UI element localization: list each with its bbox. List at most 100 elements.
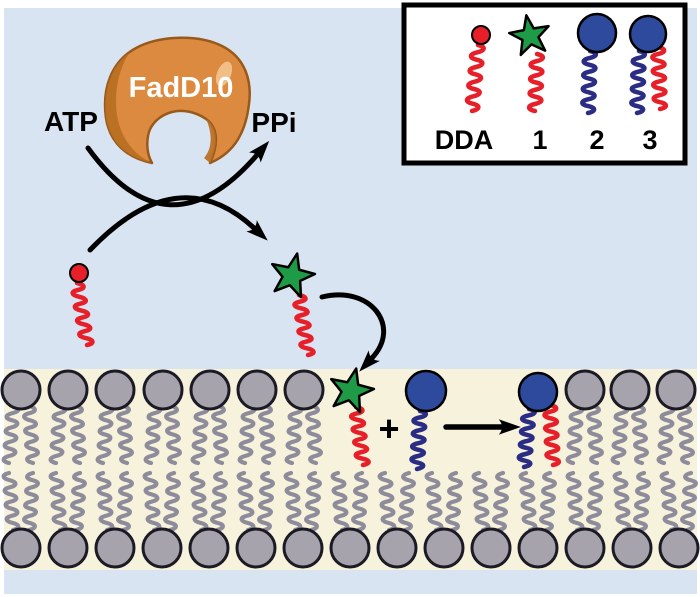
lipid-tail-squiggle: [163, 470, 181, 533]
lipid-tail-squiggle: [257, 470, 275, 533]
dda-head-icon: [69, 263, 89, 283]
lipid-tail-squiggle: [116, 470, 134, 533]
legend-dda-tail-squiggle: [464, 42, 486, 114]
lipid-head-icon: [47, 527, 89, 569]
lipid-tail-squiggle: [164, 403, 182, 466]
product-tail-squiggle: [292, 292, 316, 358]
substrate-to-product-arrow: [87, 195, 268, 253]
enzyme-label: FadD10: [129, 72, 234, 104]
product-3-molecule: [516, 371, 562, 470]
lipid-tail-squiggle: [95, 403, 115, 466]
lipid-head-icon: [329, 527, 371, 569]
lipid-tail-squiggle: [283, 470, 303, 533]
inserted-product-tail-squiggle: [348, 404, 371, 468]
product-3-red-tail-squiggle: [542, 402, 562, 468]
lipid-head-icon: [564, 369, 606, 411]
lipid-tail-squiggle: [492, 470, 510, 533]
lipid-head-icon: [47, 369, 89, 411]
lipid-tail-squiggle: [48, 403, 68, 466]
lipid-tail-squiggle: [237, 403, 257, 466]
legend-2-head-icon: [576, 12, 618, 54]
lipid-tail-squiggle: [190, 403, 210, 466]
legend-item-2: 2: [576, 12, 618, 155]
green-star-icon: [271, 252, 317, 299]
legend-item-1: 1: [507, 14, 550, 155]
legend-3-label: 3: [642, 125, 657, 155]
legend-3-head-icon: [628, 14, 668, 54]
legend-1-tail-squiggle: [526, 51, 546, 114]
lipid-head-icon: [611, 527, 653, 569]
legend-3-blue-tail-squiggle: [629, 48, 648, 116]
lipid-tail-squiggle: [22, 470, 40, 533]
lipid-tail-squiggle: [586, 470, 604, 533]
lipid-head-icon: [609, 369, 651, 411]
lipid-tail-squiggle: [1, 470, 21, 533]
lipid-head-icon: [141, 527, 183, 569]
lipid-tail-squiggle: [210, 470, 228, 533]
lipid-head-icon: [655, 369, 697, 411]
enzyme-shadow-crescent: [105, 52, 152, 163]
legend: DDA 1 2 3: [401, 2, 688, 166]
legend-2-tail-squiggle: [580, 48, 599, 116]
lipid-tail-squiggle: [69, 403, 87, 466]
lipid-tail-squiggle: [398, 470, 416, 533]
lipid-tail-squiggle: [48, 470, 68, 533]
product-3-head-icon: [517, 371, 559, 413]
legend-dda-label: DDA: [435, 125, 494, 155]
lipid-tail-squiggle: [377, 470, 397, 533]
fadd10-enzyme: FadD10: [103, 36, 251, 165]
lipid-head-icon: [658, 527, 700, 569]
legend-item-3: 3: [628, 14, 669, 155]
lipid-tail-squiggle: [610, 403, 630, 466]
lipid-tail-squiggle: [656, 403, 676, 466]
lipid-tail-squiggle: [142, 470, 162, 533]
lipid-tail-squiggle: [116, 403, 134, 466]
activated-product-molecule: [271, 252, 317, 358]
lipid-tail-squiggle: [680, 470, 698, 533]
lipid-tail-squiggle: [565, 403, 585, 466]
insertion-arrow: [319, 292, 386, 372]
lipid-tail-squiggle: [330, 470, 350, 533]
lipid-tail-squiggle: [236, 470, 256, 533]
lipid-tail-squiggle: [631, 403, 649, 466]
legend-green-star-icon: [507, 14, 550, 57]
lipid-tail-squiggle: [1, 403, 21, 466]
lipid-head-icon: [0, 527, 42, 569]
lipid-head-icon: [94, 527, 136, 569]
lipid-tail-squiggle: [258, 403, 276, 466]
plus-sign: +: [378, 408, 399, 449]
lipid-tail-squiggle: [677, 403, 695, 466]
membrane-top-leaflet: [0, 369, 697, 466]
lipid-tail-squiggle: [633, 470, 651, 533]
lipid-tail-squiggle: [22, 403, 40, 466]
legend-3-red-tail-squiggle: [650, 44, 669, 112]
legend-2-label: 2: [589, 125, 604, 155]
legend-dda-head-icon: [471, 25, 491, 45]
lipid-head-icon: [235, 527, 277, 569]
lipid-head-icon: [470, 527, 512, 569]
reactant-2-head-icon: [404, 369, 448, 413]
lipid-head-icon: [564, 527, 606, 569]
reactant-2-molecule: [404, 369, 448, 472]
lipid-head-icon: [283, 369, 325, 411]
membrane-inserted-product: [330, 367, 376, 468]
lipid-tail-squiggle: [304, 470, 322, 533]
lipid-head-icon: [189, 369, 231, 411]
lipid-tail-squiggle: [518, 470, 538, 533]
lipid-tail-squiggle: [565, 470, 585, 533]
lipid-tail-squiggle: [659, 470, 679, 533]
atp-label: ATP: [44, 106, 98, 137]
lipid-head-icon: [376, 527, 418, 569]
legend-1-label: 1: [532, 125, 547, 155]
dda-tail-squiggle: [70, 280, 95, 348]
lipid-head-icon: [517, 527, 559, 569]
dda-molecule: [69, 263, 95, 348]
lipid-tail-squiggle: [69, 470, 87, 533]
lipid-tail-squiggle: [612, 470, 632, 533]
reaction-arrows: [85, 140, 270, 253]
lipid-head-icon: [0, 369, 42, 411]
lipid-tail-squiggle: [189, 470, 209, 533]
enzyme-body-shape: [103, 36, 251, 165]
legend-item-dda: DDA: [435, 25, 494, 155]
ppi-label: PPi: [251, 107, 296, 138]
